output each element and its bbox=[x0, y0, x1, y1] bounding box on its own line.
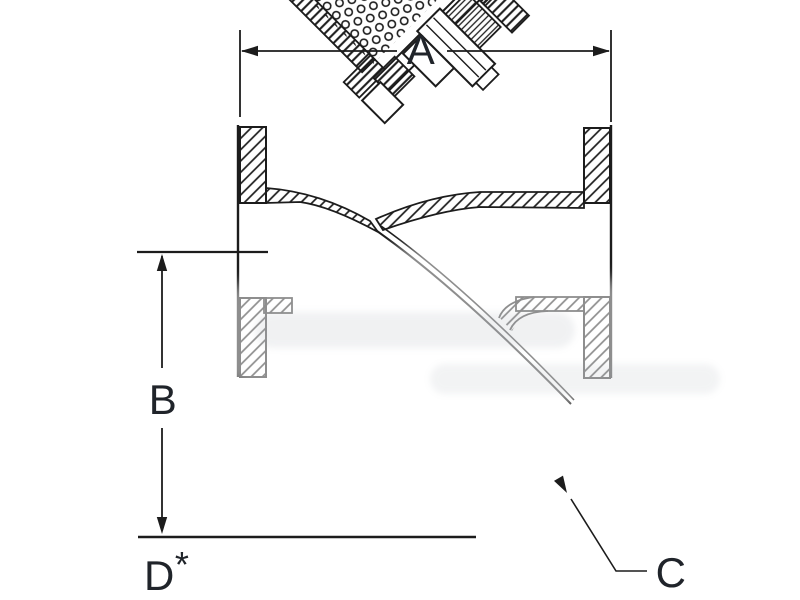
arrowhead-up bbox=[156, 254, 168, 271]
cap-assembly bbox=[360, 0, 531, 125]
dimension-b bbox=[137, 250, 476, 539]
screen-mesh bbox=[199, 0, 462, 64]
watermark bbox=[195, 247, 720, 423]
plug-end-face bbox=[401, 34, 456, 88]
cap-corner-step bbox=[360, 80, 405, 125]
dim-label-d: D* bbox=[144, 544, 189, 599]
dim-label-c: C bbox=[656, 549, 687, 596]
arrowhead-down bbox=[156, 517, 168, 534]
leader-line bbox=[570, 498, 647, 572]
arrowhead-right bbox=[593, 45, 610, 57]
dimensions bbox=[137, 30, 647, 572]
dimension-a bbox=[239, 30, 612, 122]
cap-collar bbox=[479, 0, 531, 34]
dim-label-a: A bbox=[407, 26, 436, 73]
top-wall-right bbox=[374, 191, 585, 232]
branch-assembly bbox=[172, 0, 531, 125]
branch-lower-lug bbox=[342, 53, 388, 99]
leader-arrowhead bbox=[553, 475, 567, 493]
right-flange-top-block bbox=[583, 127, 611, 204]
dimension-c-leader bbox=[553, 475, 647, 572]
arrowhead-left bbox=[241, 45, 258, 57]
left-flange-top-block bbox=[239, 126, 267, 204]
dim-label-b: B bbox=[149, 376, 178, 423]
